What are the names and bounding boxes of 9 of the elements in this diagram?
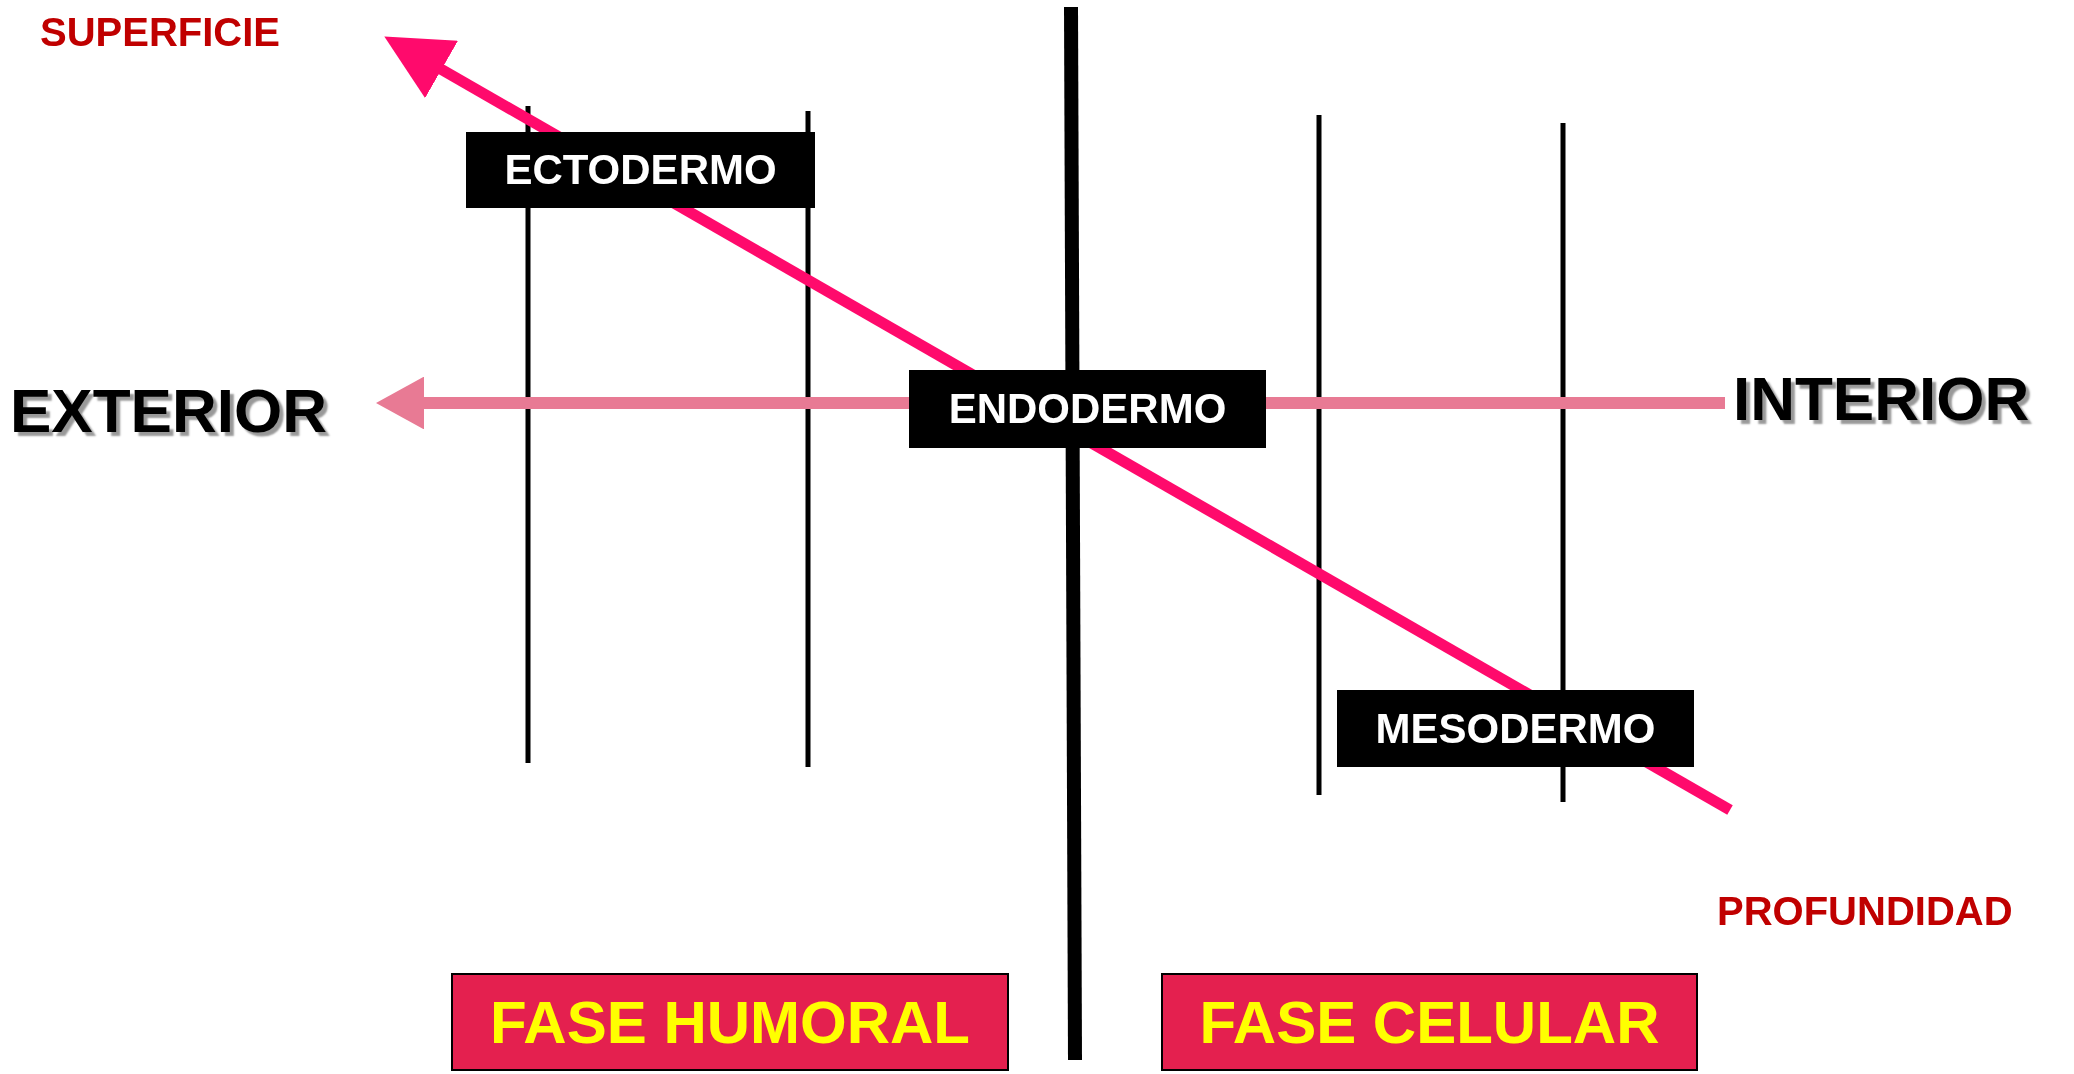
axis-label: INTERIOR bbox=[1733, 368, 2030, 430]
layer-label-box: ENDODERMO bbox=[909, 370, 1266, 448]
phase-label-box: FASE CELULAR bbox=[1161, 973, 1698, 1071]
axis-label: PROFUNDIDAD bbox=[1717, 891, 2013, 931]
axis-label: EXTERIOR bbox=[10, 380, 327, 442]
layer-label-box: MESODERMO bbox=[1337, 690, 1694, 767]
axis-label: SUPERFICIE bbox=[40, 12, 281, 52]
phase-label-box: FASE HUMORAL bbox=[451, 973, 1009, 1071]
layer-label-box: ECTODERMO bbox=[466, 132, 815, 208]
